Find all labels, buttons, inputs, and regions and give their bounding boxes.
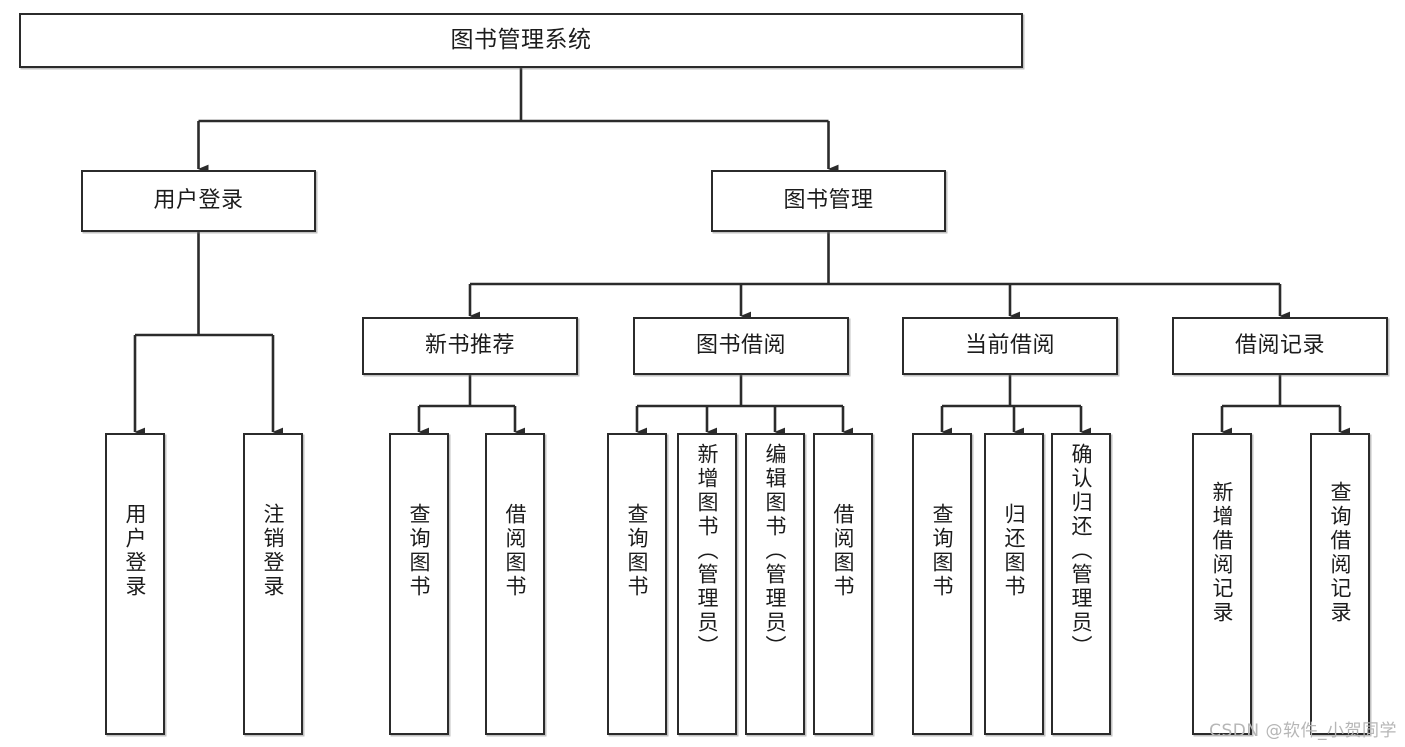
node-leaf-confirm-return-admin[interactable]: 确认归还（管理员）	[1051, 433, 1111, 735]
node-leaf-query-book-2[interactable]: 查询图书	[607, 433, 667, 735]
node-leaf-confirm-return-admin-label: 确认归还（管理员）	[1069, 443, 1094, 659]
node-new-book-recommend-label: 新书推荐	[424, 333, 515, 359]
node-leaf-borrow-book-1-label: 借阅图书	[503, 503, 528, 599]
node-leaf-return-book[interactable]: 归还图书	[984, 433, 1044, 735]
node-leaf-add-borrow-record-label: 新增借阅记录	[1210, 481, 1235, 625]
node-book-management[interactable]: 图书管理	[711, 170, 946, 232]
node-leaf-borrow-book-2[interactable]: 借阅图书	[813, 433, 873, 735]
node-leaf-query-book-1[interactable]: 查询图书	[389, 433, 449, 735]
node-leaf-query-borrow-record[interactable]: 查询借阅记录	[1310, 433, 1370, 735]
node-borrow-record[interactable]: 借阅记录	[1172, 317, 1388, 375]
node-user-login-label: 用户登录	[153, 188, 244, 214]
node-leaf-query-book-1-label: 查询图书	[407, 503, 432, 599]
node-new-book-recommend[interactable]: 新书推荐	[362, 317, 578, 375]
node-leaf-user-login-label: 用户登录	[123, 503, 148, 599]
node-leaf-query-book-3[interactable]: 查询图书	[912, 433, 972, 735]
node-book-borrow-label: 图书借阅	[695, 333, 786, 359]
node-book-borrow[interactable]: 图书借阅	[633, 317, 849, 375]
node-leaf-edit-book-admin[interactable]: 编辑图书（管理员）	[745, 433, 805, 735]
node-borrow-record-label: 借阅记录	[1234, 333, 1325, 359]
node-leaf-query-book-2-label: 查询图书	[625, 503, 650, 599]
node-current-borrow[interactable]: 当前借阅	[902, 317, 1118, 375]
csdn-watermark: CSDN @软件_小贺同学	[1209, 721, 1397, 741]
node-leaf-logout[interactable]: 注销登录	[243, 433, 303, 735]
node-leaf-edit-book-admin-label: 编辑图书（管理员）	[763, 443, 788, 659]
node-current-borrow-label: 当前借阅	[964, 333, 1055, 359]
node-root[interactable]: 图书管理系统	[19, 13, 1023, 68]
node-leaf-query-book-3-label: 查询图书	[930, 503, 955, 599]
node-leaf-user-login[interactable]: 用户登录	[105, 433, 165, 735]
node-root-label: 图书管理系统	[450, 26, 592, 53]
node-leaf-borrow-book-1[interactable]: 借阅图书	[485, 433, 545, 735]
node-leaf-add-borrow-record[interactable]: 新增借阅记录	[1192, 433, 1252, 735]
node-leaf-add-book-admin[interactable]: 新增图书（管理员）	[677, 433, 737, 735]
node-book-management-label: 图书管理	[783, 188, 874, 214]
node-user-login[interactable]: 用户登录	[81, 170, 316, 232]
node-leaf-logout-label: 注销登录	[261, 503, 286, 599]
node-leaf-borrow-book-2-label: 借阅图书	[831, 503, 856, 599]
node-leaf-query-borrow-record-label: 查询借阅记录	[1328, 481, 1353, 625]
node-leaf-add-book-admin-label: 新增图书（管理员）	[695, 443, 720, 659]
node-leaf-return-book-label: 归还图书	[1002, 503, 1027, 599]
